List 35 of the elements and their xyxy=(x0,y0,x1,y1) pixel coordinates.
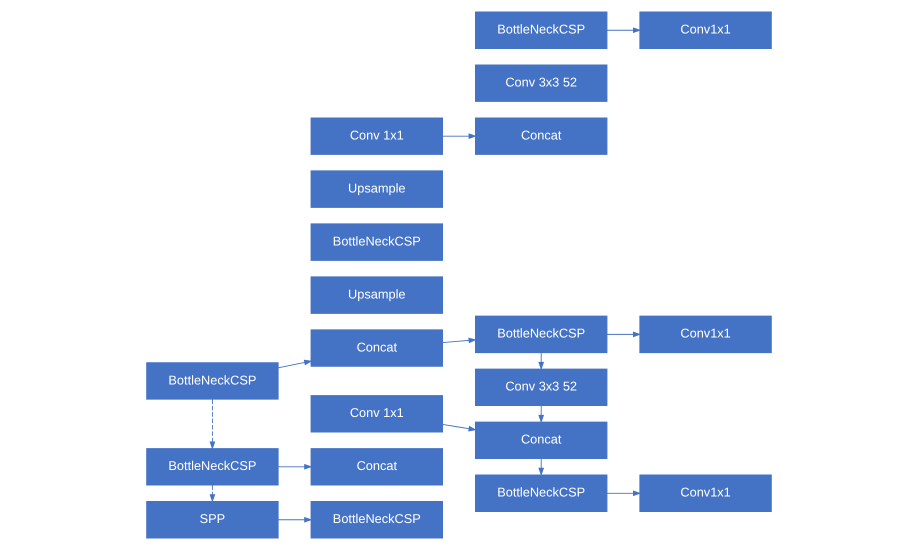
node-box: Conv 3x3 52 xyxy=(474,368,607,406)
node-box: Conv 1x1 xyxy=(310,117,443,155)
arrow xyxy=(606,331,641,338)
arrow xyxy=(538,352,544,370)
node-box: Concat xyxy=(310,448,443,486)
node-box: Conv1x1 xyxy=(638,316,772,354)
node-box: Upsample xyxy=(310,276,443,314)
node-box: BottleNeckCSP xyxy=(310,223,443,261)
arrow xyxy=(442,424,476,432)
node-box: SPP xyxy=(146,501,278,538)
arrow xyxy=(606,490,641,496)
arrow xyxy=(277,360,312,368)
arrow xyxy=(606,27,641,34)
node-box: BottleNeckCSP xyxy=(474,12,607,49)
node-box: Conv1x1 xyxy=(638,12,772,49)
node-box: BottleNeckCSP xyxy=(146,448,278,486)
arrow xyxy=(209,398,215,450)
arrow xyxy=(209,484,215,503)
arrow xyxy=(442,338,476,344)
node-box: Concat xyxy=(310,329,443,367)
arrow xyxy=(277,516,312,523)
arrow xyxy=(538,405,544,424)
node-box: BottleNeckCSP xyxy=(310,501,443,538)
node-box: Upsample xyxy=(310,170,443,208)
node-box: Concat xyxy=(474,422,607,460)
node-box: Conv 1x1 xyxy=(310,395,443,433)
node-box: Concat xyxy=(474,117,607,155)
node-box: Conv 3x3 52 xyxy=(474,64,607,102)
node-box: BottleNeckCSP xyxy=(474,316,607,354)
node-box: Conv1x1 xyxy=(638,474,772,512)
node-box: BottleNeckCSP xyxy=(474,474,607,512)
arrow xyxy=(442,133,476,140)
node-box: BottleNeckCSP xyxy=(146,362,278,400)
arrow xyxy=(277,464,312,470)
arrow xyxy=(538,458,544,476)
